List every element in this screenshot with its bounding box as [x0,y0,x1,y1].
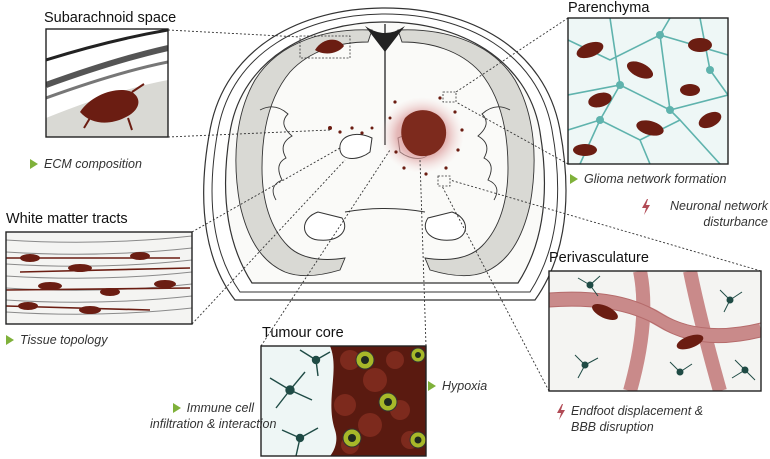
subarachnoid-note-text: ECM composition [44,157,142,171]
tumour-core-note-right: Hypoxia [428,378,487,394]
connector-lines [167,17,762,392]
tumour-core-note-left-line2: infiltration & interaction [150,417,277,431]
zoom-box-parenchyma [442,91,457,103]
panel-parenchyma-frame [567,17,729,165]
gyri-left [259,106,293,201]
panel-tumour-core [261,346,426,456]
temporal-lobe-left [304,211,346,241]
brain-section [203,7,567,301]
pointer-triangle-icon [172,403,181,413]
white-matter-title: White matter tracts [6,211,128,227]
panel-white-matter [6,232,192,324]
tumour-satellite-cells [328,96,464,176]
panel-parenchyma [568,18,728,164]
tumour-core-title: Tumour core [262,325,344,341]
panel-perivasculature-frame [548,270,762,392]
brainstem-line [344,208,426,213]
panel-subarachnoid [46,29,168,137]
skull-outline [203,7,567,301]
perivasculature-alert: Endfoot displacement & BBB disruption [571,403,703,435]
parenchyma-note: Glioma network formation [570,171,726,187]
panel-tumour-core-frame [260,345,427,457]
tumour-core-note-left-line1: Immune cell [186,401,254,415]
parenchyma-note-text: Glioma network formation [584,172,727,186]
pointer-triangle-icon [30,159,38,169]
parenchyma-alert: Neuronal network disturbance [600,198,768,230]
perivasculature-title: Perivasculature [549,250,649,266]
zoom-box-perivasculature [437,175,451,187]
subarachnoid-note: ECM composition [30,156,142,172]
pointer-triangle-icon [570,174,578,184]
ventricle-left [339,134,373,159]
panel-perivasculature [549,271,761,391]
temporal-lobe-right [424,211,466,241]
perivasculature-alert-line2: BBB disruption [571,420,654,434]
panel-white-matter-frame [5,231,193,325]
lightning-alert-icon [642,199,650,215]
parenchyma-alert-line2: disturbance [703,215,768,229]
gyri-right [477,106,511,201]
parenchyma-alert-line1: Neuronal network [670,199,768,213]
grey-matter-right [397,29,535,277]
lightning-alert-icon [557,404,565,420]
skull-inner [211,13,559,293]
tumour-core-note-left: Immune cell infiltration & interaction [150,400,276,432]
white-matter-note-text: Tissue topology [20,333,108,347]
falx [365,26,405,52]
subarachnoid-tumour-patch [315,39,344,54]
tumour-mass [401,110,447,157]
grey-matter-left [235,29,373,277]
panel-subarachnoid-frame [45,28,169,138]
perivasculature-alert-line1: Endfoot displacement & [571,404,704,418]
parenchyma-title: Parenchyma [568,0,650,16]
pointer-triangle-icon [6,335,14,345]
zoom-box-subarachnoid [299,35,351,59]
subarachnoid-title: Subarachnoid space [44,10,177,26]
pointer-triangle-icon [428,381,436,391]
tumour-core-note-right-text: Hypoxia [442,379,488,393]
white-matter-note: Tissue topology [6,332,107,348]
